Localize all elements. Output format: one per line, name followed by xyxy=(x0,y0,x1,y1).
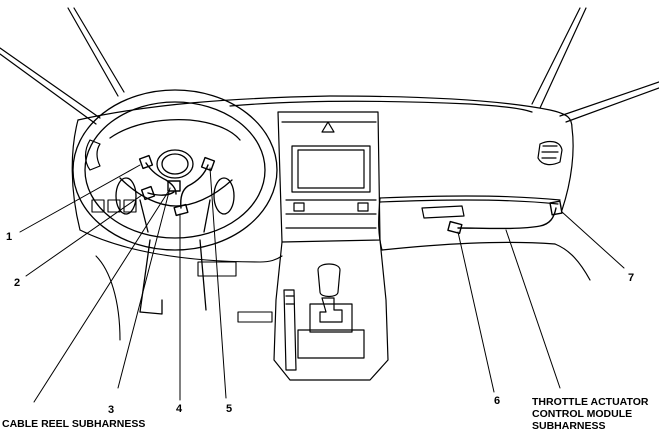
cable-reel-harness xyxy=(138,154,216,217)
windshield-frame xyxy=(0,7,659,125)
throttle-actuator-harness xyxy=(447,200,563,235)
callout-2: 2 xyxy=(14,277,20,289)
callout-1: 1 xyxy=(6,231,12,243)
steering-wheel xyxy=(72,89,278,315)
callout-3: 3 xyxy=(108,404,114,416)
left-lower-dash xyxy=(79,199,283,341)
throttle-caption-line1: THROTTLE ACTUATOR xyxy=(532,396,649,408)
callout-5: 5 xyxy=(226,403,232,415)
leader-lines xyxy=(19,164,625,403)
callout-6: 6 xyxy=(494,395,500,407)
cable-reel-subharness-caption: CABLE REEL SUBHARNESS xyxy=(2,418,145,430)
callout-7: 7 xyxy=(628,272,634,284)
center-console xyxy=(273,111,389,381)
callout-4: 4 xyxy=(176,403,183,415)
dashboard xyxy=(71,95,591,281)
throttle-caption-line3: SUBHARNESS xyxy=(532,420,606,432)
throttle-caption-line2: CONTROL MODULE xyxy=(532,408,632,420)
